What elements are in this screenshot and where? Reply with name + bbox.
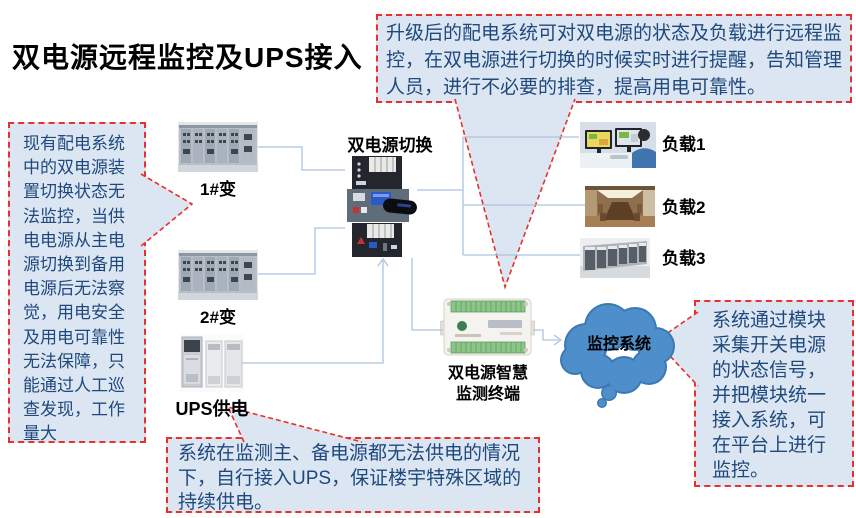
load1-photo [580,122,656,168]
transfer-switch-device [345,155,418,258]
transformer1-photo [178,122,258,172]
line-transformer2-to-switch [258,227,345,275]
transfer-switch-label: 双电源切换 [347,136,433,155]
callout-upgraded-system: 升级后的配电系统可对双电源的状态及负载进行远程监控，在双电源进行切换的时候实时进… [376,14,852,103]
ups-label: UPS供电 [175,399,249,419]
monitoring-terminal-label-line1: 双电源智慧 [447,365,528,382]
transformer2-label: 2#变 [200,308,236,327]
load2-label: 负载2 [662,198,706,217]
callout-ups-backup: 系统在监测主、备电源都无法供电的情况下，自行接入UPS，保证楼宇特殊区域的持续供… [166,437,540,513]
monitoring-terminal-device [440,295,535,360]
callout-module-monitoring: 系统通过模块采集开关电源的状态信号，并把模块统一接入系统，可在平台上进行监控。 [694,300,854,487]
transformer2-photo [178,250,258,300]
callout-existing-problem: 现有配电系统中的双电源装置切换状态无法监控，当供电电源从主电源切换到备用电源后无… [8,122,146,443]
ups-photo [180,334,244,392]
line-transformer1-to-switch [258,146,345,171]
line-ups-to-switch [242,261,384,364]
monitoring-terminal-label-line2: 监测终端 [455,386,520,403]
load3-photo [580,238,650,278]
page-title: 双电源远程监控及UPS接入 [12,42,363,73]
callout-upgraded-system-text: 升级后的配电系统可对双电源的状态及负载进行远程监控，在双电源进行切换的时候实时进… [386,23,843,98]
monitoring-cloud-label: 监控系统 [586,336,651,353]
callout-ups-backup-text: 系统在监测主、备电源都无法供电的情况下，自行接入UPS，保证楼宇特殊区域的持续供… [178,443,522,513]
transformer1-label: 1#变 [200,180,236,199]
load2-photo [585,186,655,227]
arrow-up-icon [377,257,389,267]
monitoring-terminal-label: 双电源智慧 监测终端 [428,363,548,405]
line-switch-to-terminal [411,258,443,331]
callout-existing-problem-text: 现有配电系统中的双电源装置切换状态无法监控，当供电电源从主电源切换到备用电源后无… [23,134,125,444]
load1-label: 负载1 [662,135,706,154]
load3-label: 负载3 [662,249,706,268]
callout-module-monitoring-text: 系统通过模块采集开关电源的状态信号，并把模块统一接入系统，可在平台上进行监控。 [712,310,827,481]
